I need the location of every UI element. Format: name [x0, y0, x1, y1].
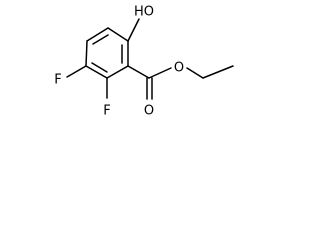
bond-ring-to-carbonyl-carbon	[127, 65, 150, 79]
carbonyl-oxygen-label: O	[144, 104, 154, 119]
fluoro-3-label: F	[54, 73, 61, 88]
ring-bond-c4-c5	[106, 65, 129, 79]
molecule-drawing: HO F F O O	[54, 5, 234, 119]
ring-inner-double-bond-lower-left	[91, 62, 108, 73]
bond-carbonyl-to-ester-oxygen	[148, 67, 172, 79]
ester-oxygen-label: O	[174, 61, 184, 76]
bond-ch2-to-ch3	[202, 65, 234, 79]
hydroxyl-label: HO	[134, 5, 154, 20]
ring-bond-c6-c1	[85, 40, 88, 67]
ring-bond-c1-c2	[86, 27, 109, 42]
bond-to-hydroxyl	[127, 18, 140, 42]
ring-inner-double-bond-top	[92, 34, 109, 45]
ring-bond-c2-c3	[107, 27, 129, 42]
bond-ester-oxygen-to-ch2	[186, 67, 204, 79]
ring-bond-c5-c6	[85, 65, 108, 79]
bond-to-fluoro-3	[66, 65, 87, 78]
fluoro-2-label: F	[103, 104, 110, 119]
chemical-structure-canvas: HO F F O O	[0, 0, 252, 136]
